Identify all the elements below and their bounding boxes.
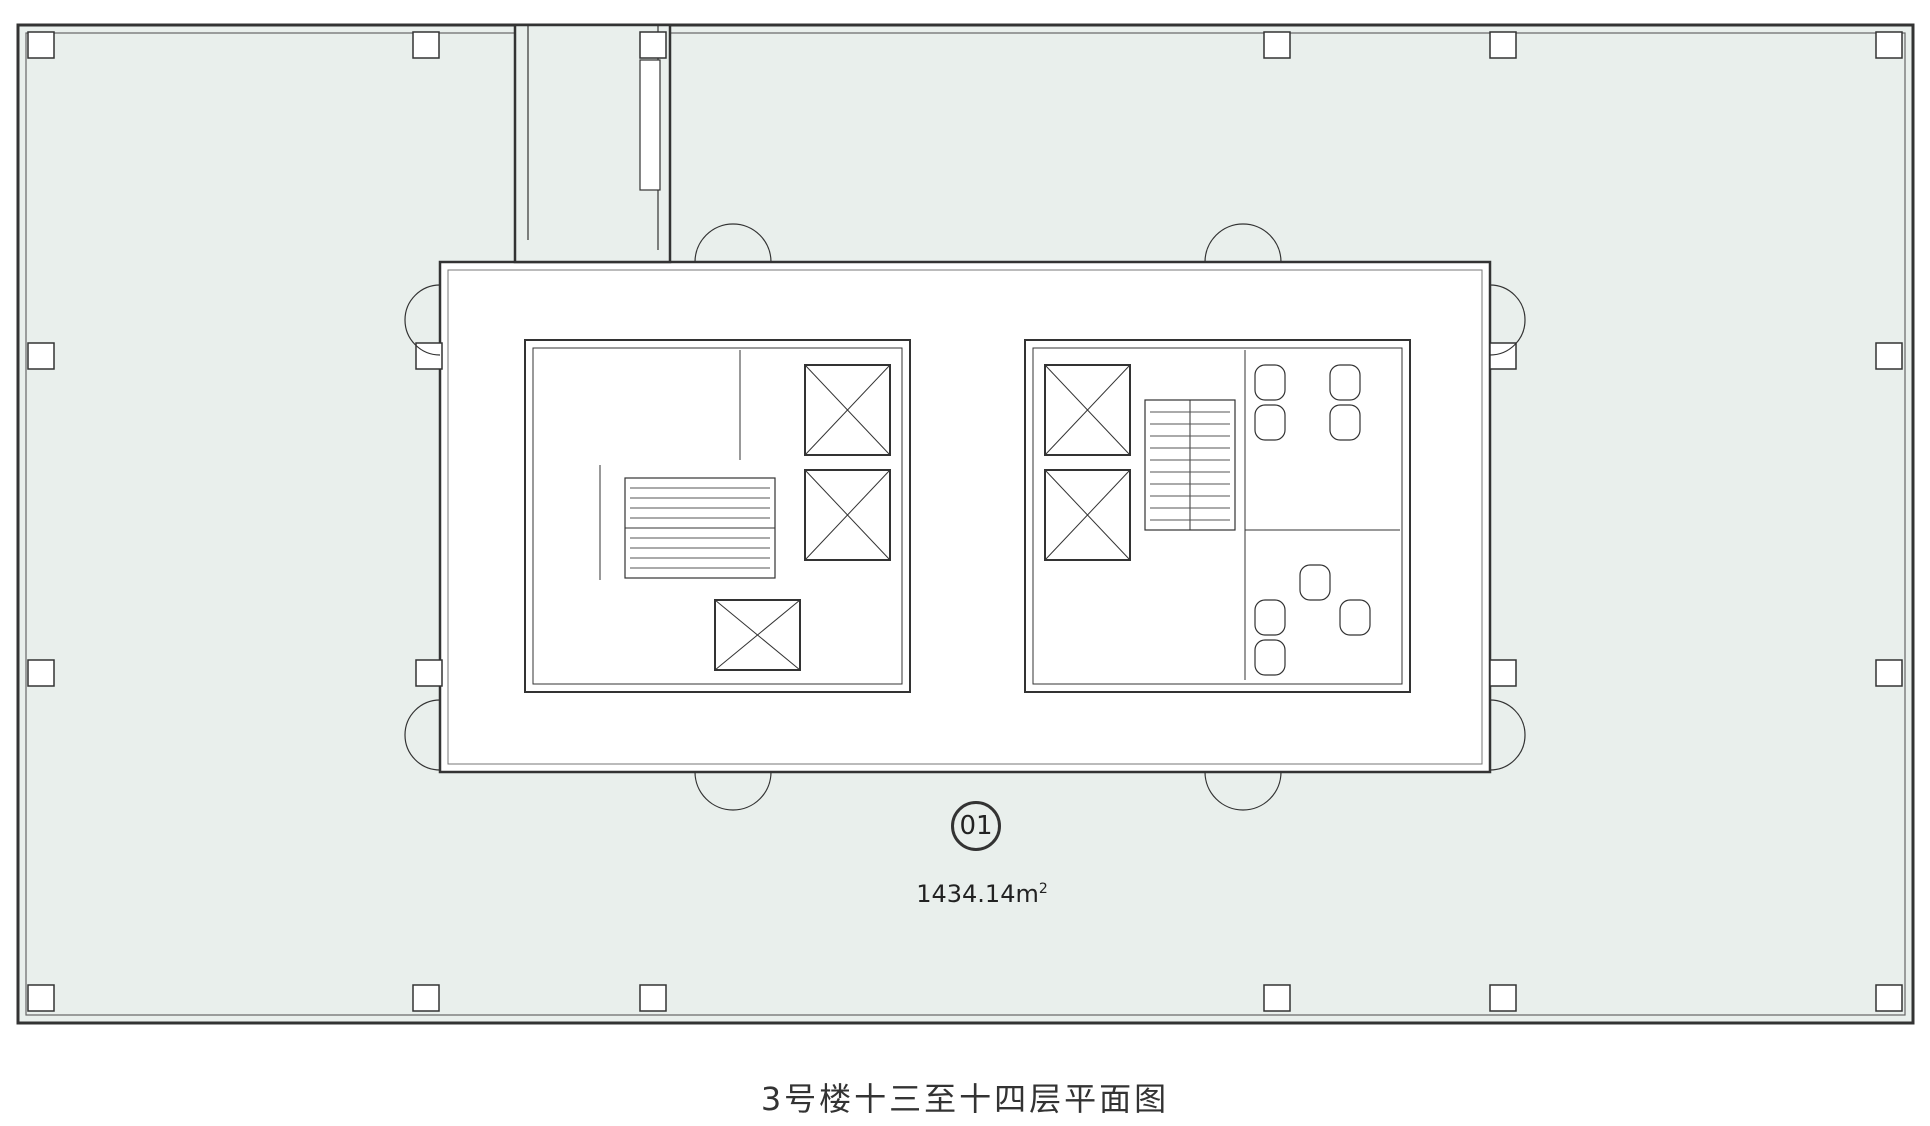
perimeter-columns — [27, 31, 1903, 1012]
core-area — [438, 260, 1492, 774]
area-unit: m — [1015, 880, 1039, 908]
area-exponent: 2 — [1038, 881, 1048, 897]
core-right-stairs — [1150, 411, 1230, 521]
restroom-fixtures — [1254, 364, 1371, 676]
area-value: 1434.14 — [916, 880, 1016, 908]
unit-number-badge: 01 — [951, 801, 1001, 851]
core-right-block — [1024, 339, 1411, 693]
core-area-inner-line — [447, 269, 1483, 765]
plan-title: 3号楼十三至十四层平面图 — [760, 1080, 1170, 1118]
unit-area-label: 1434.14m2 — [912, 880, 1052, 908]
core-left-stairs — [630, 487, 770, 569]
floor-slab-inner-line — [25, 32, 1906, 1016]
top-shaft — [513, 23, 672, 264]
door-swings — [404, 223, 1526, 811]
unit-number: 01 — [959, 811, 993, 841]
core-left-block — [524, 339, 911, 693]
